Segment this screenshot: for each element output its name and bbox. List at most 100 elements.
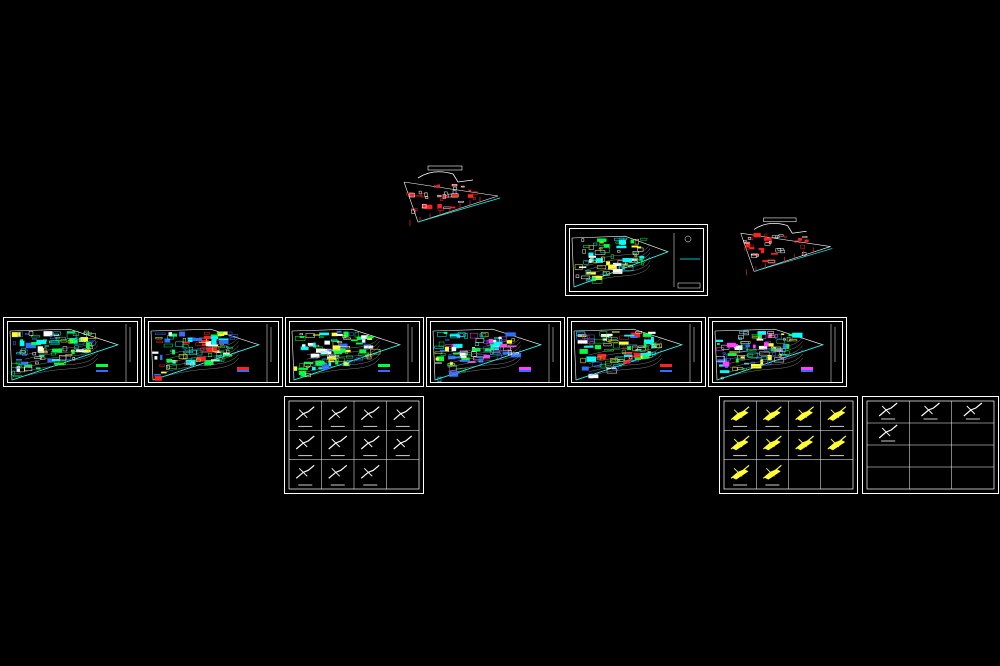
plan-block [752, 344, 756, 349]
row-sheet-6[interactable] [708, 317, 847, 387]
row-sheet-4[interactable] [426, 317, 565, 387]
plan-block [452, 356, 461, 359]
plan-block [729, 351, 740, 354]
plan-block [212, 346, 220, 352]
plan-block [53, 333, 59, 336]
plan-block [591, 277, 596, 281]
plan-block [154, 375, 162, 381]
site-outline [291, 328, 401, 381]
plan-block [575, 274, 580, 279]
plan-block [181, 341, 191, 344]
plan-block [607, 337, 618, 340]
plan-block [51, 358, 61, 361]
plan-block [581, 366, 589, 371]
plan-block [152, 351, 159, 354]
row-sheet-3[interactable] [285, 317, 424, 387]
plan-block [761, 356, 767, 360]
plan-block [324, 340, 330, 345]
row-sheet-5[interactable] [567, 317, 706, 387]
plan-block [627, 356, 633, 361]
plan-block [475, 338, 485, 343]
row-sheet-2[interactable] [144, 317, 283, 387]
plan-block [210, 334, 219, 337]
sheet-inner-border [712, 321, 843, 383]
detail-symbol [881, 405, 891, 415]
contour-line [165, 336, 239, 356]
plan-block [576, 331, 585, 336]
plan-block [11, 332, 21, 338]
plan-block [183, 353, 187, 360]
plan-block [305, 373, 311, 378]
plan-block [745, 344, 751, 348]
plan-block [182, 344, 189, 349]
plan-block [494, 337, 501, 342]
detail-symbol [924, 405, 933, 415]
sheet-linework [714, 324, 836, 382]
plan-block [606, 336, 612, 342]
plan-block [775, 235, 778, 239]
plan-block [13, 341, 16, 346]
plan-block [66, 355, 71, 360]
plan-block [783, 235, 787, 239]
plan-block [366, 336, 374, 339]
detail-symbol [393, 435, 413, 450]
plan-block [767, 355, 772, 361]
plan-block [743, 241, 750, 244]
contour-line [24, 345, 98, 364]
plan-block [749, 247, 755, 250]
sheet-linework [9, 324, 131, 382]
detail-symbol [827, 435, 847, 450]
plan-block [588, 252, 594, 257]
plan-block [204, 331, 210, 335]
plan-block [617, 260, 627, 265]
detail-symbol [360, 435, 380, 450]
detail-sheet-yellow[interactable] [719, 396, 858, 494]
plan-block [330, 340, 339, 342]
plan-block [443, 206, 451, 209]
plan-block [437, 184, 441, 188]
plan-block [445, 344, 455, 347]
plan-block [453, 186, 457, 190]
plan-block [622, 351, 633, 355]
plan-block [621, 349, 626, 354]
plan-block [211, 339, 217, 345]
row-sheet-1[interactable] [3, 317, 142, 387]
plan-block [437, 376, 442, 382]
plan-block [781, 333, 785, 335]
detail-symbol [881, 427, 891, 437]
plan-block [467, 194, 474, 198]
plan-block [722, 361, 730, 367]
legend-swatch [378, 370, 390, 372]
legend-swatch [660, 364, 672, 367]
framed-plan-sheet[interactable] [565, 224, 708, 296]
plan-block [764, 242, 771, 246]
detail-sheet-white[interactable] [284, 396, 424, 494]
plan-block [585, 270, 591, 275]
plan-block [755, 253, 759, 257]
plan-block [79, 337, 86, 342]
detail-symbol-fill [796, 410, 814, 421]
plan-block [155, 337, 163, 340]
contour-line [165, 357, 239, 377]
plan-block [37, 346, 43, 352]
detail-symbol [878, 402, 898, 417]
plan-block [601, 333, 610, 338]
plan-block [618, 240, 626, 245]
contour-line [306, 353, 380, 372]
detail-sheet-sparse[interactable] [862, 396, 999, 494]
plan-block [642, 354, 650, 359]
plan-block [75, 337, 79, 341]
plan-block [60, 339, 68, 343]
diagonal-boundary [716, 344, 824, 381]
detail-symbol [363, 409, 373, 418]
plan-block [581, 238, 585, 242]
plan-block [797, 238, 803, 241]
plan-block [156, 340, 164, 343]
plan-block [583, 345, 594, 348]
plan-block [451, 347, 457, 352]
plan-block [632, 345, 638, 351]
plan-block [593, 339, 605, 344]
site-outline [573, 328, 683, 381]
plan-block [66, 333, 77, 339]
